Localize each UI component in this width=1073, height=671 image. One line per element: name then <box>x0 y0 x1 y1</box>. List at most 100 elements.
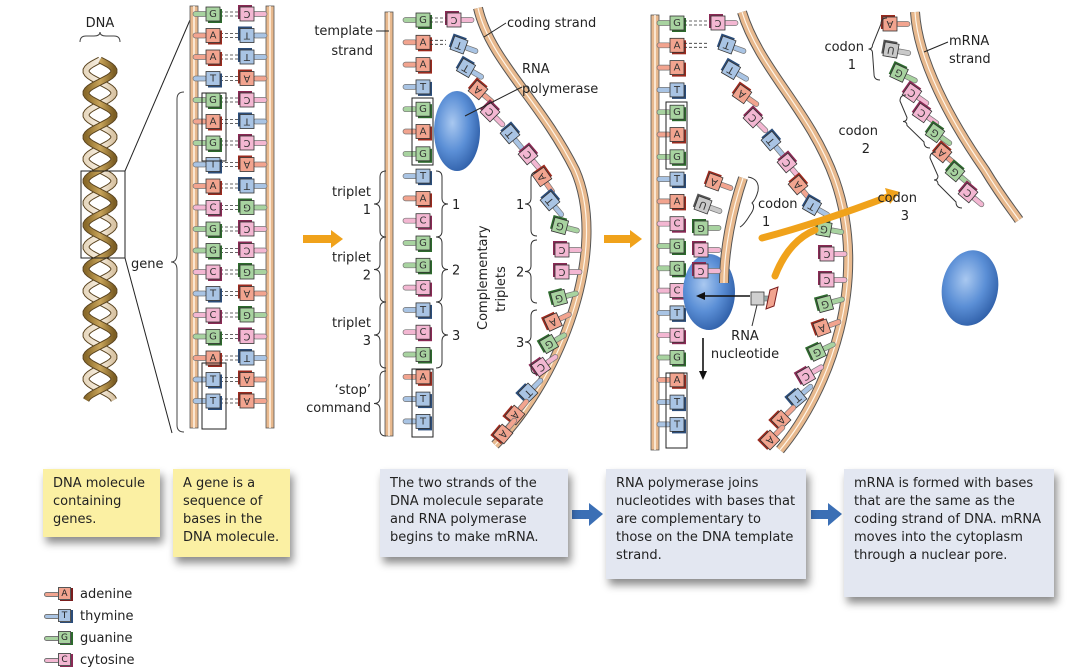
base-letter: A <box>243 159 250 170</box>
base-letter: A <box>709 175 719 188</box>
right-base-1: T <box>238 26 268 43</box>
base-letter: T <box>673 397 681 408</box>
base-letter: C <box>243 245 250 256</box>
stop-box <box>411 368 434 438</box>
coding-base-15: C <box>528 354 559 378</box>
base-letter: T <box>419 82 427 93</box>
left-base-14: C <box>192 307 222 324</box>
triplet-brace-right-2 <box>435 236 449 303</box>
base-letter: A <box>674 63 681 74</box>
zoom-line-top <box>124 19 191 172</box>
right-base-3: A <box>238 69 268 86</box>
left-base-17: T <box>192 372 222 389</box>
base-letter: G <box>419 149 427 160</box>
base-letter: G <box>673 353 681 364</box>
base-letter: C <box>420 216 427 227</box>
legend-item-thymine: T thymine <box>44 605 135 627</box>
coding-strand-label: coding strand <box>507 16 596 31</box>
right-base-13: A <box>238 284 268 301</box>
template-base-2: A <box>402 57 432 74</box>
base-letter: A <box>674 40 681 51</box>
rna-nucleotide <box>750 286 779 310</box>
base-letter: T <box>209 289 217 300</box>
coding-brace-num-1: 1 <box>516 198 524 213</box>
template-base-8: A <box>402 190 432 208</box>
mrna-base-2: G <box>888 61 918 84</box>
base-letter: T <box>419 394 427 405</box>
left-base-8: A <box>192 178 222 195</box>
coding-base-13: A <box>541 311 572 332</box>
base-letter: G <box>820 297 830 310</box>
right-base-15: C <box>238 327 268 344</box>
template-base-8: A <box>656 193 686 211</box>
note-mrna-formed: mRNA is formed with bases that are the s… <box>844 469 1054 597</box>
template-base-3: T <box>402 79 432 96</box>
base-letter: A <box>210 181 217 192</box>
base-letter: T <box>722 38 733 51</box>
dna-brace <box>79 31 121 43</box>
rna-polymerase <box>434 91 480 171</box>
coding-base-11: C <box>818 271 848 288</box>
base-letter: G <box>673 241 681 252</box>
base-letter: C <box>674 330 681 341</box>
base-letter: C <box>697 244 704 255</box>
orange-arrow-1 <box>303 230 343 248</box>
left-base-18: T <box>192 393 222 410</box>
right-base-5: T <box>238 112 268 129</box>
template-base-15: G <box>402 347 432 364</box>
legend-item-guanine: G guanine <box>44 627 135 649</box>
base-letter: A <box>210 353 217 364</box>
note-text: RNA polymerase joins nucleotides with ba… <box>616 476 796 563</box>
base-letter: G <box>673 107 681 118</box>
template-base-2: A <box>656 60 686 77</box>
legend-label: guanine <box>80 630 133 646</box>
base-letter: C <box>697 265 704 276</box>
base-letter: A <box>243 288 250 299</box>
base-letter: G <box>819 222 829 234</box>
nuclear-exit-arrow <box>758 192 894 242</box>
template-base-16: A <box>656 372 686 389</box>
coding-base-0: C <box>445 11 475 28</box>
mrna-base-6: A <box>931 140 959 168</box>
base-letter: T <box>209 375 217 386</box>
base-letter: C <box>450 14 457 25</box>
coding-base-7: A <box>531 164 555 195</box>
base-letter: A <box>210 52 217 63</box>
note-text: The two strands of the DNA molecule sepa… <box>390 476 544 545</box>
left-base-15: G <box>192 329 222 346</box>
template-base-0: G <box>402 12 432 29</box>
coding-base-11: C <box>553 263 583 280</box>
coding-base-17: A <box>502 398 530 426</box>
base-letter: G <box>554 291 564 304</box>
base-letter: A <box>210 117 217 128</box>
base-letter: G <box>243 202 251 213</box>
adenine-icon: A <box>44 586 74 602</box>
mrna-base-5: G <box>924 120 953 146</box>
coding-base-3: A <box>731 81 760 107</box>
template-base-17: T <box>402 391 432 409</box>
template-base-3: T <box>656 82 686 99</box>
base-letter: G <box>419 260 427 271</box>
right-base-14: G <box>238 306 268 323</box>
left-base-11: G <box>192 243 222 260</box>
codon-brace-3 <box>929 151 963 209</box>
base-letter: T <box>419 171 427 182</box>
codon-brace <box>739 176 759 228</box>
base-letter: C <box>800 369 812 382</box>
panel-mrna-synthesis: GAATGAGTACGGCTCGATTCTTACTCATGCCGAGCTAAAU… <box>650 10 900 454</box>
note-dna-molecule: DNA molecule containing genes. <box>43 469 160 537</box>
orange-arrow-2 <box>604 230 642 248</box>
coding-brace-2 <box>524 239 538 304</box>
coding-base-14: G <box>536 332 568 355</box>
base-letter: G <box>243 309 251 320</box>
triplet-brace-right-3 <box>435 301 449 369</box>
legend-label: thymine <box>80 608 134 624</box>
right-base-9: G <box>238 198 268 215</box>
base-letter: A <box>420 37 427 48</box>
stop-command-label: ‘stop’command <box>306 383 371 416</box>
